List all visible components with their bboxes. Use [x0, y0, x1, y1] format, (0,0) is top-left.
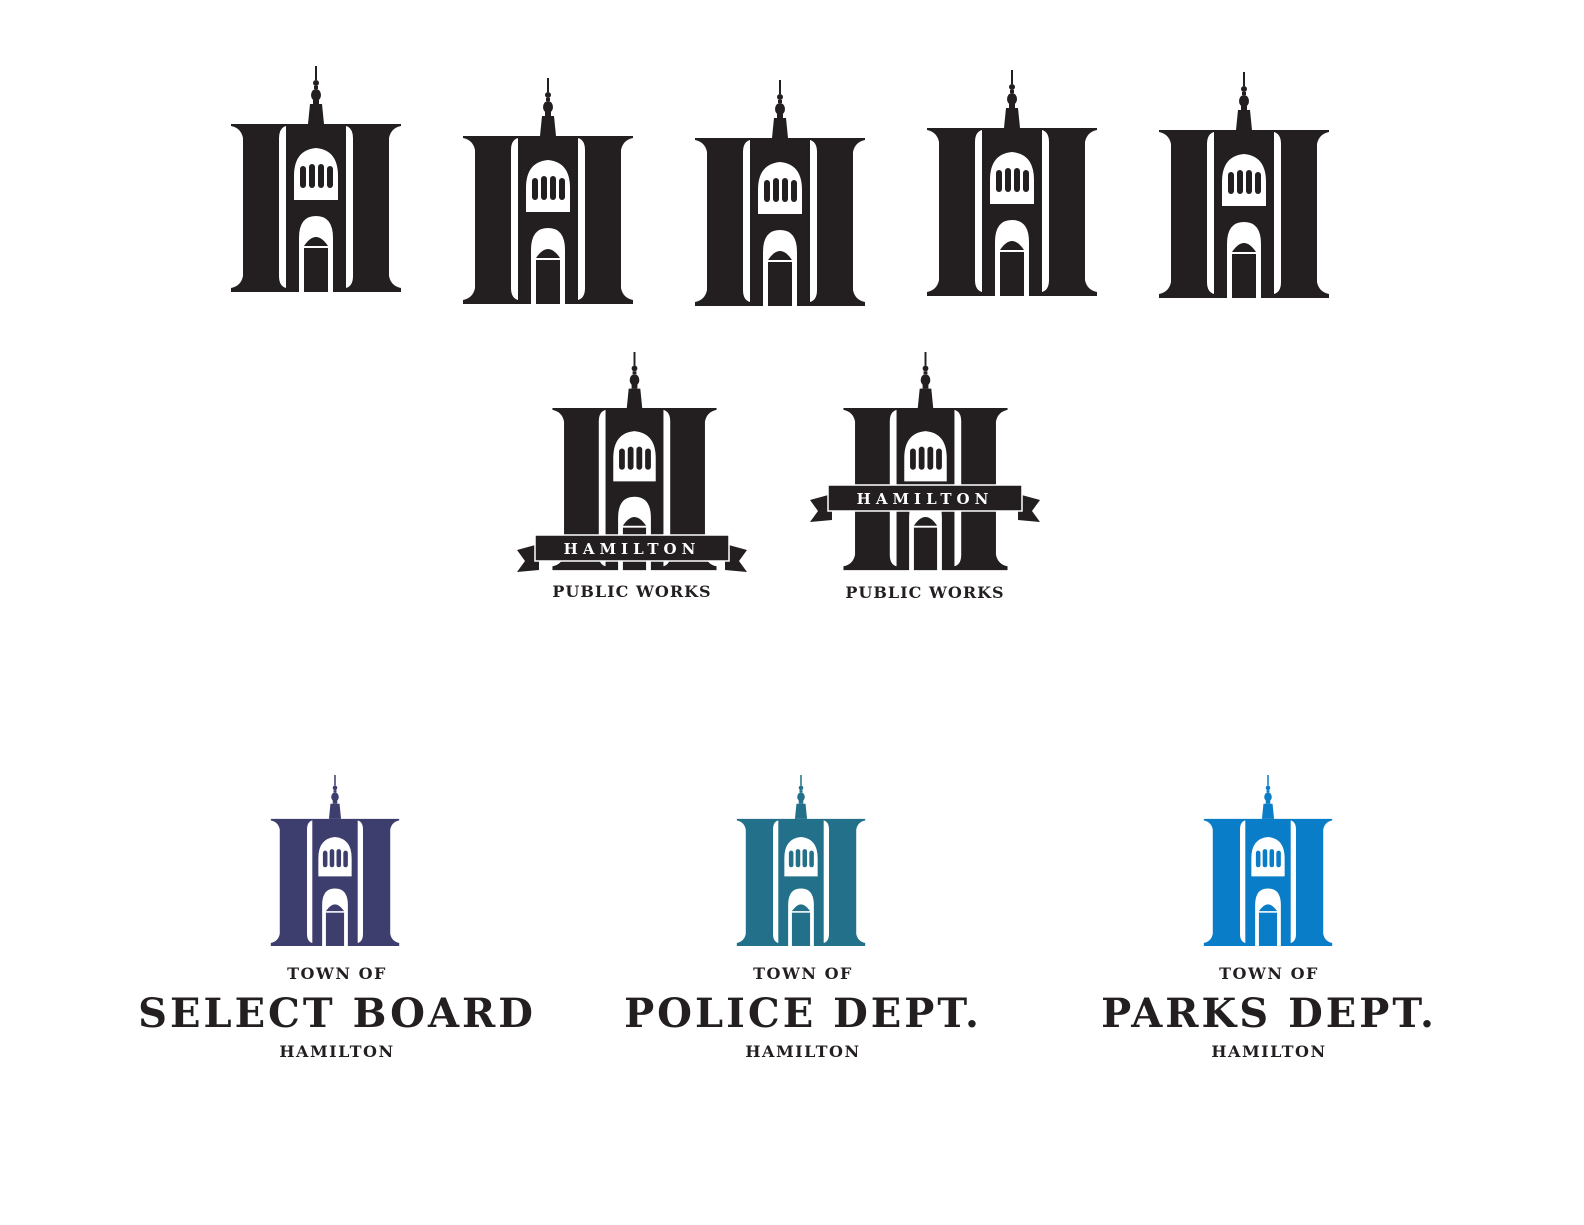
public-works-label: PUBLIC WORKS: [845, 583, 1005, 602]
town-of-label: TOWN OF: [1219, 964, 1319, 983]
public-works-logo-ribbon-low: HAMILTON PUBLIC WORKS: [517, 352, 747, 602]
public-works-label: PUBLIC WORKS: [552, 582, 712, 601]
hamilton-h-icon: [1159, 72, 1329, 298]
parks-dept-lockup: TOWN OF PARKS DEPT. HAMILTON: [1009, 964, 1529, 1062]
hamilton-h-icon: [463, 78, 633, 304]
town-of-label: TOWN OF: [753, 964, 853, 983]
ribbon-label: HAMILTON: [564, 540, 701, 558]
hamilton-h-icon: HAMILTON: [517, 352, 747, 572]
public-works-logo-ribbon-mid: HAMILTON PUBLIC WORKS: [810, 352, 1040, 602]
hamilton-label: HAMILTON: [1211, 1042, 1327, 1061]
select-board-lockup: TOWN OF SELECT BOARD HAMILTON: [77, 964, 597, 1062]
department-name: PARKS DEPT.: [1101, 990, 1437, 1037]
department-name: POLICE DEPT.: [624, 990, 982, 1037]
police-dept-lockup: TOWN OF POLICE DEPT. HAMILTON: [543, 964, 1063, 1062]
hamilton-label: HAMILTON: [745, 1042, 861, 1061]
department-name: SELECT BOARD: [138, 990, 536, 1037]
ribbon-label: HAMILTON: [857, 490, 994, 508]
hamilton-h-icon: [1203, 775, 1333, 946]
hamilton-h-icon: [695, 80, 865, 306]
h-monogram-variant-1: [231, 66, 401, 296]
town-of-label: TOWN OF: [287, 964, 387, 983]
h-monogram-variant-2: [463, 78, 633, 308]
h-monogram-parks: [1200, 775, 1336, 949]
h-monogram-variant-5: [1159, 72, 1329, 302]
hamilton-label: HAMILTON: [279, 1042, 395, 1061]
hamilton-h-icon: [927, 70, 1097, 296]
h-monogram-variant-3: [695, 80, 865, 310]
h-monogram-select_board: [267, 775, 403, 949]
hamilton-h-icon: [270, 775, 400, 946]
hamilton-h-icon: [231, 66, 401, 292]
h-monogram-police: [733, 775, 869, 949]
h-monogram-variant-4: [927, 70, 1097, 300]
hamilton-h-icon: [736, 775, 866, 946]
hamilton-h-icon: HAMILTON: [810, 352, 1040, 571]
